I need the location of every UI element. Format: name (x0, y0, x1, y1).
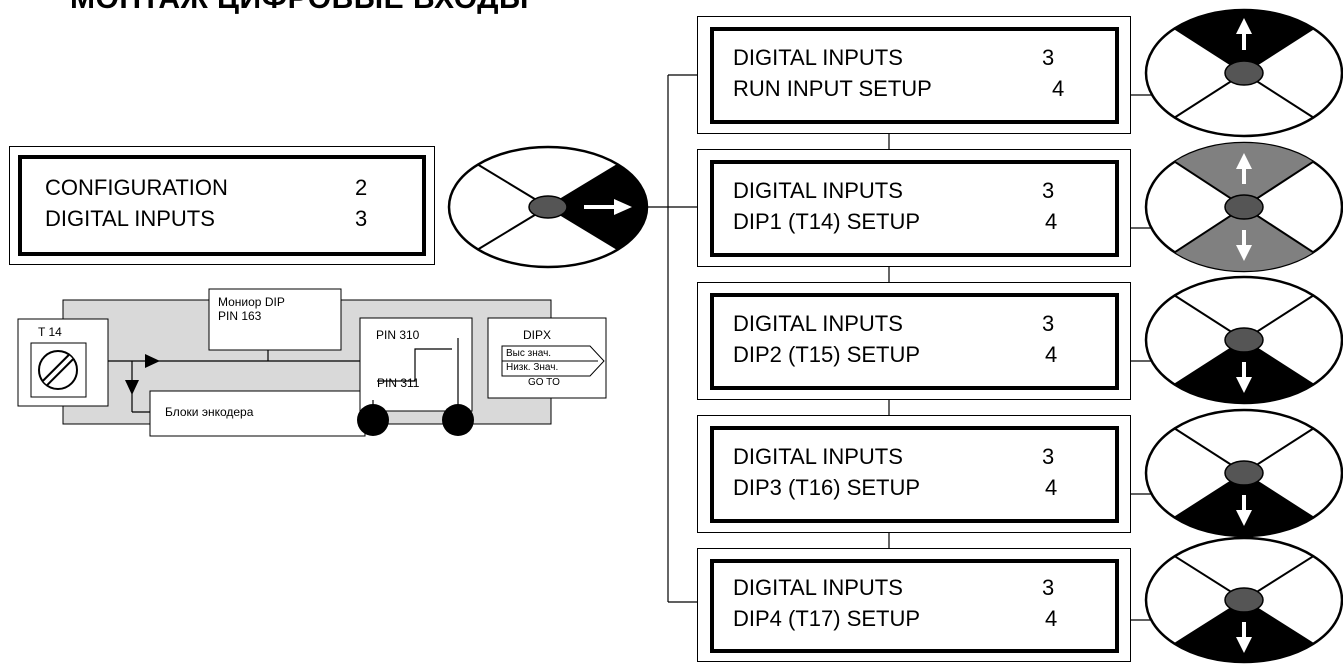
main-menu-line1-num: 2 (355, 175, 368, 200)
submenu-2-line1-text: DIGITAL INPUTS (733, 178, 903, 203)
down-arrow-icon (1236, 637, 1252, 653)
submenu-3-line2-text: DIP2 (T15) SETUP (733, 342, 921, 367)
submenu-3-line1-text: DIGITAL INPUTS (733, 311, 903, 336)
submenu-5-line1-num: 3 (1042, 575, 1055, 600)
up-arrow-icon (1236, 153, 1252, 169)
submenu-screen (710, 426, 1119, 523)
main-menu-line2-text: DIGITAL INPUTS (45, 206, 215, 231)
submenu-1-line1-num: 3 (1042, 45, 1055, 70)
submenu-2-line1-num: 3 (1042, 178, 1055, 203)
down-arrow-icon (1236, 510, 1252, 526)
submenu-4-line1-text: DIGITAL INPUTS (733, 444, 903, 469)
down-arrow-icon (1236, 245, 1252, 261)
submenu-2-line2-text: DIP1 (T14) SETUP (733, 209, 921, 234)
pin-low-label: PIN 311 (377, 376, 420, 390)
high-value-label: Выс знач. (506, 348, 552, 359)
submenu-5-line2-num: 4 (1045, 606, 1058, 631)
submenu-1-line2-num: 4 (1052, 76, 1065, 101)
main-menu-line2-num: 3 (355, 206, 368, 231)
block-diagram (17, 288, 607, 437)
keypad-up-down (1144, 141, 1343, 273)
low-value-label: Низк. Знач. (506, 362, 559, 373)
submenu-3-line1-num: 3 (1042, 311, 1055, 336)
goto-label: GO TO (528, 377, 560, 388)
pin-high-label: PIN 310 (376, 328, 420, 342)
keypad-down-pressed (1144, 536, 1343, 664)
keypad-up-pressed (1144, 8, 1343, 138)
main-menu-display (9, 146, 435, 265)
submenu-4-line2-text: DIP3 (T16) SETUP (733, 475, 921, 500)
dipx-label: DIPX (523, 328, 552, 342)
monitor-label-line1: Мониор DIP (218, 295, 285, 309)
submenu-4-line2-num: 4 (1045, 475, 1058, 500)
submenu-display-1 (697, 16, 1131, 134)
submenu-5-line1-text: DIGITAL INPUTS (733, 575, 903, 600)
submenu-display-5 (697, 548, 1131, 662)
keypad-down-pressed (1144, 408, 1343, 538)
keypad-down-pressed (1144, 275, 1343, 405)
monitor-label-line2: PIN 163 (218, 309, 262, 323)
right-arrow-icon (614, 199, 632, 215)
submenu-3-line2-num: 4 (1045, 342, 1058, 367)
submenu-display-3 (697, 282, 1131, 400)
encoder-blocks-label: Блоки энкодера (165, 405, 254, 419)
menu-tree-connectors (648, 74, 1160, 621)
submenu-2-line2-num: 4 (1045, 209, 1058, 234)
page-title: МОНТАЖ ЦИФРОВЫЕ ВХОДЫ (70, 0, 529, 16)
submenu-1-line2-text: RUN INPUT SETUP (733, 76, 932, 101)
submenu-screen (710, 293, 1119, 390)
submenu-screen (710, 160, 1119, 257)
submenu-screen (710, 559, 1119, 653)
up-arrow-icon (1236, 18, 1252, 34)
submenu-screen (710, 27, 1119, 124)
main-menu-line1-text: CONFIGURATION (45, 175, 228, 200)
submenu-display-4 (697, 415, 1131, 533)
main-menu-screen (18, 155, 426, 256)
terminal-label: T 14 (38, 325, 62, 339)
down-arrow-icon (1236, 377, 1252, 393)
submenu-1-line1-text: DIGITAL INPUTS (733, 45, 903, 70)
submenu-display-2 (697, 149, 1131, 267)
submenu-4-line1-num: 3 (1042, 444, 1055, 469)
keypad-right-pressed (447, 145, 649, 269)
submenu-5-line2-text: DIP4 (T17) SETUP (733, 606, 921, 631)
